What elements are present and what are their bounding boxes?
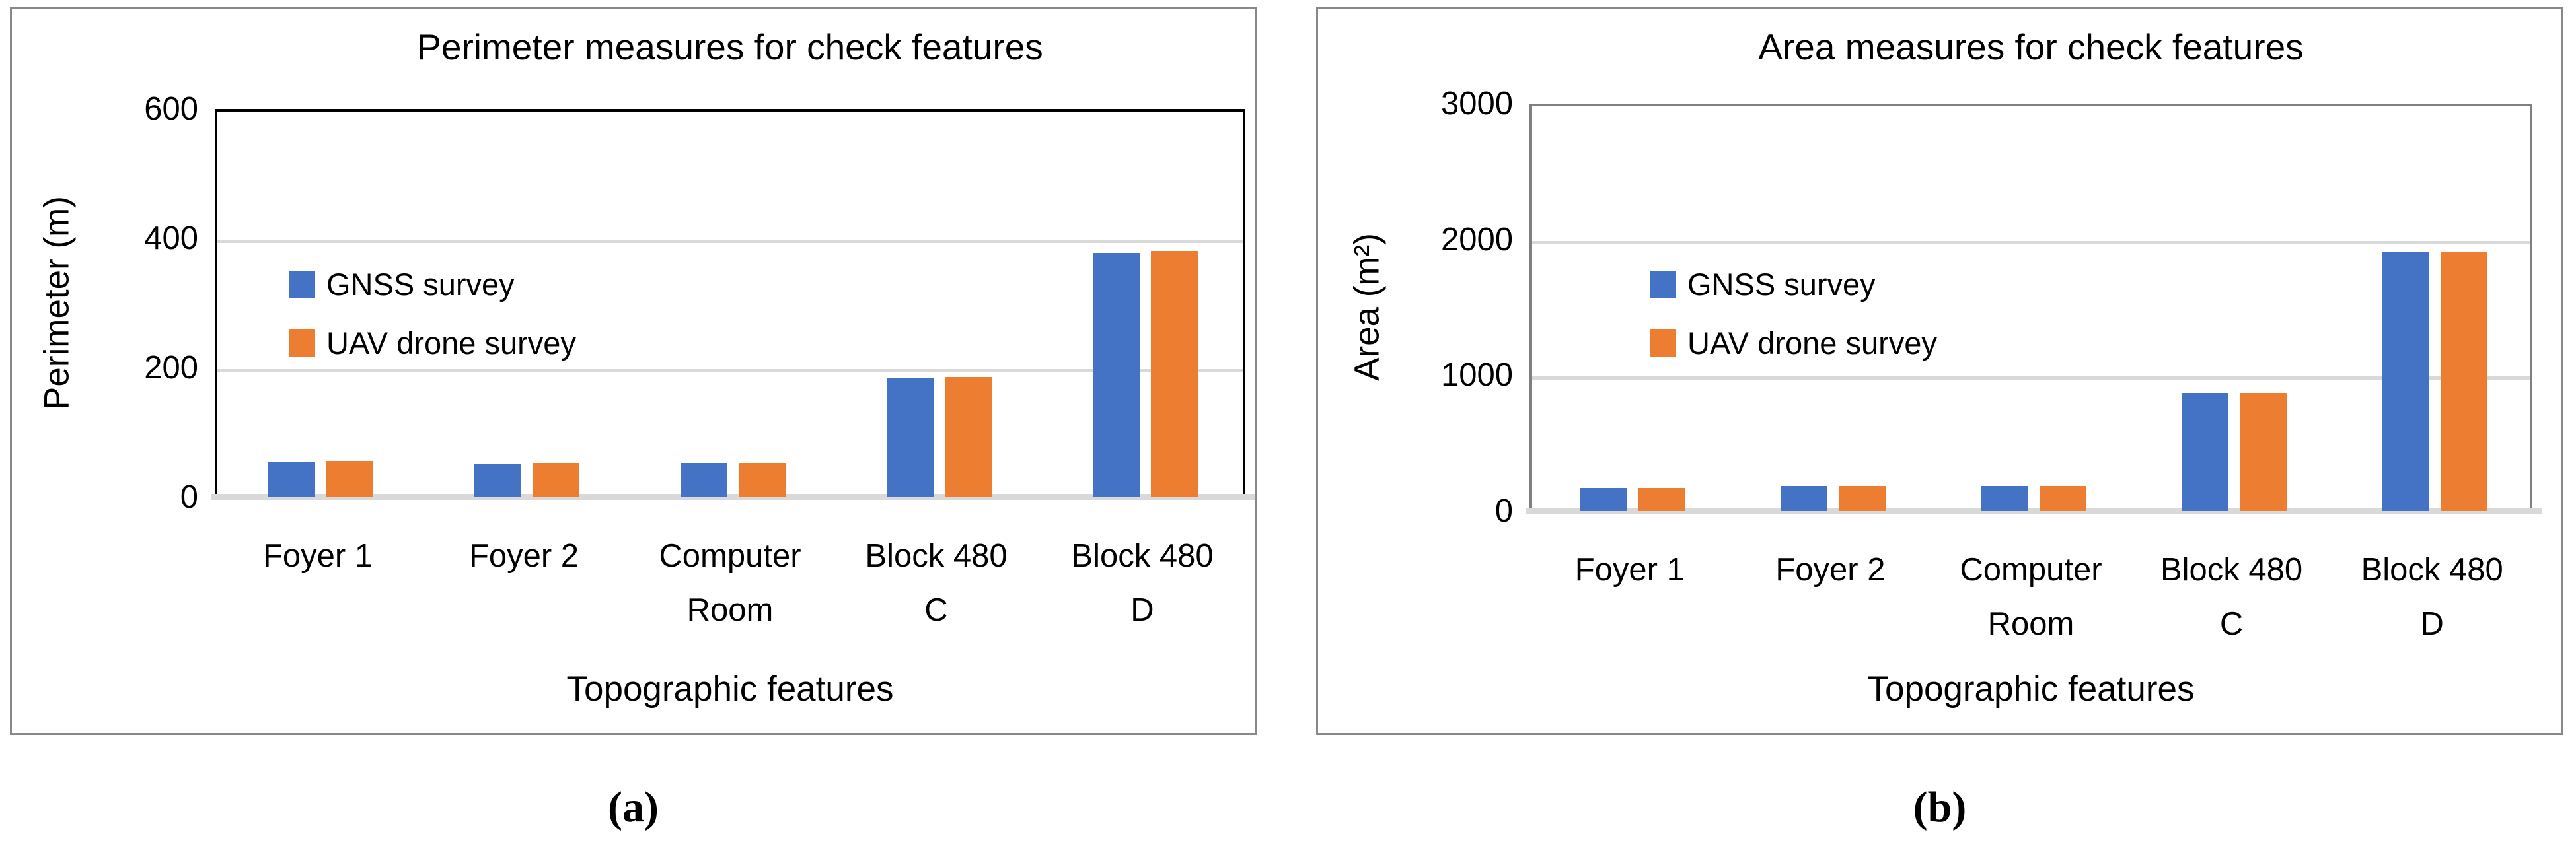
y-tick-label: 2000 bbox=[1440, 222, 1513, 258]
bar-uav-block-480-c bbox=[945, 377, 992, 497]
y-tick-label: 600 bbox=[144, 91, 198, 127]
bar-uav-foyer-1 bbox=[326, 461, 373, 497]
plot-area bbox=[211, 109, 1255, 500]
gridline-400 bbox=[217, 240, 1243, 243]
gnss-legend-label: GNSS survey bbox=[1687, 267, 1876, 302]
y-tick-label: 0 bbox=[1494, 493, 1513, 529]
bar-gnss-block-480-d bbox=[1093, 253, 1140, 497]
subfigure-caption-a: (a) bbox=[608, 783, 659, 831]
bar-gnss-foyer-1 bbox=[268, 462, 315, 497]
perimeter-chart-panel: Perimeter measures for check features Pe… bbox=[10, 7, 1257, 735]
x-tick-label: Foyer 1 bbox=[1574, 552, 1685, 588]
bar-uav-block-480-d bbox=[1151, 251, 1198, 497]
bar-gnss-foyer-1 bbox=[1580, 488, 1627, 511]
gridline-200 bbox=[217, 369, 1243, 372]
x-tick-label: Computer Room bbox=[659, 538, 801, 628]
x-axis-title: Topographic features bbox=[1867, 670, 2195, 709]
bar-uav-foyer-1 bbox=[1638, 488, 1685, 511]
y-tick-label: 400 bbox=[144, 221, 198, 256]
bar-uav-computer-room bbox=[739, 463, 786, 497]
legend-item-uav: UAV drone survey bbox=[1650, 325, 1937, 361]
uav-legend-swatch bbox=[1650, 329, 1676, 357]
x-axis-line bbox=[1526, 508, 2542, 514]
x-tick-label: Foyer 2 bbox=[468, 538, 579, 574]
bar-uav-foyer-2 bbox=[1839, 486, 1886, 511]
x-tick-label: Foyer 1 bbox=[262, 538, 373, 574]
x-tick-label: Block 480 C bbox=[2160, 552, 2303, 642]
y-tick-label: 1000 bbox=[1440, 357, 1513, 393]
uav-legend-label: UAV drone survey bbox=[1687, 326, 1937, 361]
bar-gnss-computer-room bbox=[1981, 486, 2028, 511]
chart-title: Area measures for check features bbox=[1758, 26, 2304, 67]
x-axis-title: Topographic features bbox=[566, 670, 894, 709]
bar-gnss-computer-room bbox=[681, 463, 727, 497]
plot-area bbox=[1526, 104, 2542, 514]
bar-uav-computer-room bbox=[2040, 486, 2086, 511]
gridline-1000 bbox=[1532, 376, 2530, 380]
bar-uav-block-480-c bbox=[2240, 393, 2287, 511]
y-tick-label: 200 bbox=[144, 350, 198, 386]
bar-gnss-foyer-2 bbox=[474, 464, 521, 497]
y-tick-label: 0 bbox=[180, 479, 198, 515]
legend-item-gnss: GNSS survey bbox=[289, 266, 515, 302]
area-chart-panel: Area measures for check features Area (m… bbox=[1316, 7, 2563, 735]
uav-legend-label: UAV drone survey bbox=[326, 326, 576, 361]
bar-uav-foyer-2 bbox=[533, 463, 579, 497]
x-tick-label: Block 480 D bbox=[1071, 538, 1214, 628]
gnss-legend-label: GNSS survey bbox=[326, 267, 515, 302]
uav-legend-swatch bbox=[289, 329, 315, 357]
bar-gnss-block-480-c bbox=[2182, 393, 2228, 511]
gnss-legend-swatch bbox=[289, 271, 315, 298]
subfigure-caption-b: (b) bbox=[1913, 783, 1967, 831]
bar-gnss-foyer-2 bbox=[1781, 486, 1827, 511]
gridline-2000 bbox=[1532, 241, 2530, 244]
gnss-legend-swatch bbox=[1650, 271, 1676, 298]
bar-uav-block-480-d bbox=[2441, 252, 2487, 511]
chart-title: Perimeter measures for check features bbox=[417, 26, 1043, 67]
x-tick-label: Foyer 2 bbox=[1775, 552, 1886, 588]
legend-item-uav: UAV drone survey bbox=[289, 325, 576, 361]
bar-gnss-block-480-d bbox=[2382, 252, 2429, 511]
bar-gnss-block-480-c bbox=[887, 378, 934, 497]
x-tick-label: Computer Room bbox=[1960, 552, 2102, 642]
x-axis-line bbox=[211, 494, 1255, 500]
legend-item-gnss: GNSS survey bbox=[1650, 266, 1876, 302]
x-tick-label: Block 480 D bbox=[2361, 552, 2503, 642]
y-tick-label: 3000 bbox=[1440, 86, 1513, 121]
x-tick-label: Block 480 C bbox=[865, 538, 1008, 628]
